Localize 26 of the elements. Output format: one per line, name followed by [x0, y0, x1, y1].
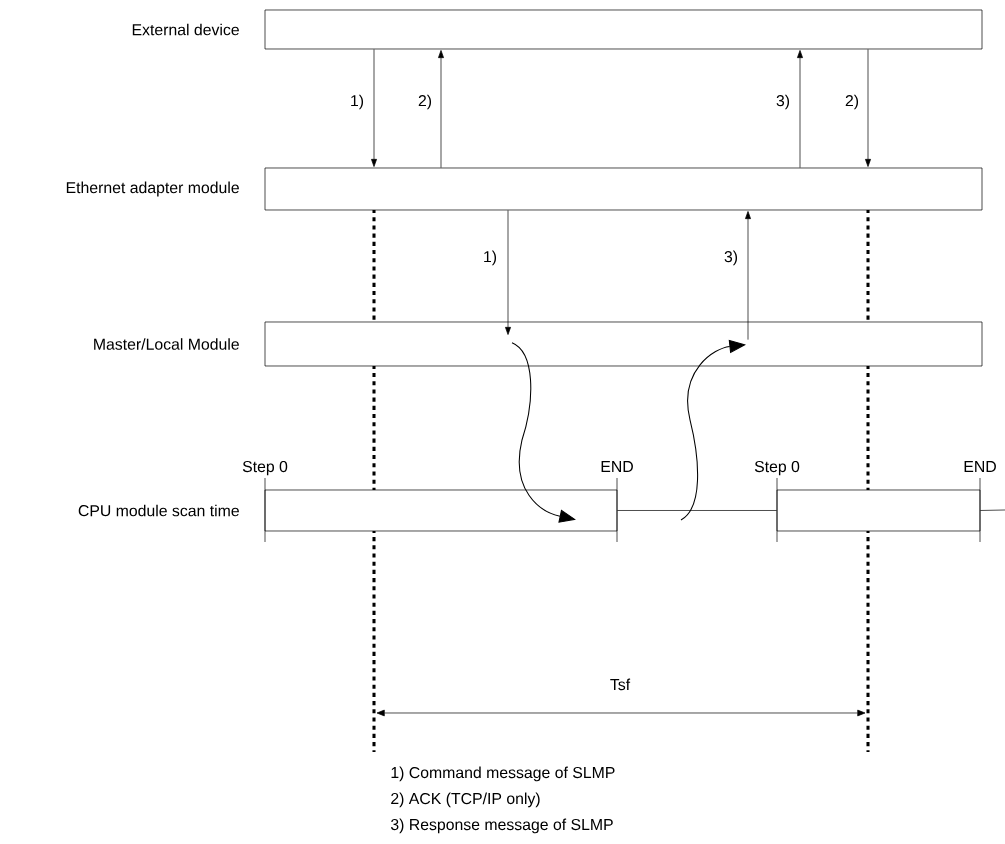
lane-label: Master/Local Module — [94, 338, 239, 350]
lane-label: Ethernet adapter module — [66, 181, 239, 197]
arrow — [511, 342, 576, 523]
arrow — [680, 339, 746, 521]
note-line: 2) ACK (TCP/IP only) — [391, 792, 540, 808]
step-label: END — [601, 461, 633, 472]
step-label: Step 0 — [242, 460, 288, 476]
arrow — [371, 49, 377, 167]
edge-label: 3) — [774, 93, 792, 111]
arrow — [865, 49, 871, 167]
edge-label: 2) — [416, 93, 434, 111]
note-line: 3) Response message of SLMP — [390, 818, 613, 834]
arrow — [797, 50, 803, 168]
edge-label: 2) — [843, 93, 861, 111]
edge-label: 3) — [722, 249, 740, 267]
lane-label: CPU module scan time — [78, 504, 239, 517]
dimension-label: Tsf — [610, 678, 631, 691]
arrow — [438, 50, 444, 168]
arrow — [505, 210, 511, 335]
edge-label: 1) — [481, 249, 499, 267]
arrow — [745, 211, 751, 340]
edge-label: 1) — [348, 93, 366, 111]
note-line: 1) Command message of SLMP — [391, 766, 615, 782]
step-label: Step 0 — [754, 460, 800, 476]
step-label: END — [964, 461, 996, 472]
lane-label: External device — [132, 23, 239, 36]
